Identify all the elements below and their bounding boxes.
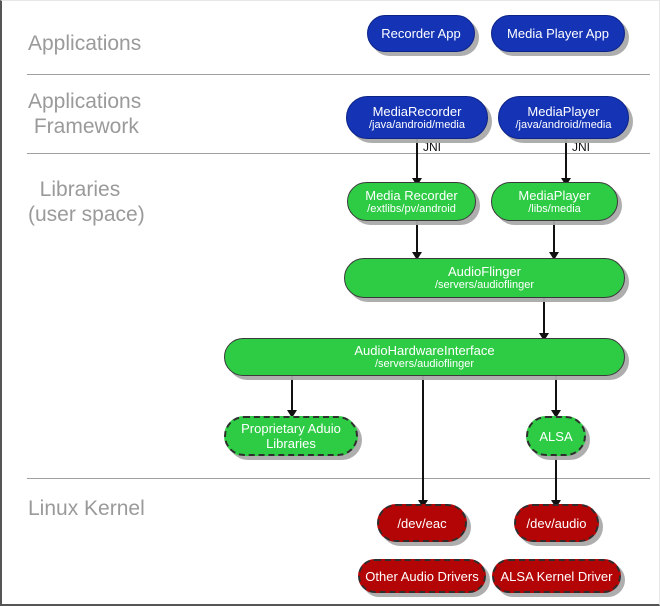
node-alsa[interactable]: ALSA	[526, 416, 586, 456]
node-alsa-kernel-driver-title: ALSA Kernel Driver	[500, 568, 613, 584]
connector-mediaplayer-jni	[565, 139, 567, 183]
connector-mediarecorderlib-audioflinger	[416, 221, 418, 259]
node-audioflinger-path: /servers/audioflinger	[434, 279, 535, 291]
node-alsa-title: ALSA	[539, 428, 573, 444]
node-mediarecorder-framework-title: MediaRecorder	[372, 103, 462, 119]
divider-framework	[27, 153, 650, 154]
connector-alsa-devaudio	[555, 456, 557, 506]
edge-label-jni-left: JNI	[423, 140, 441, 154]
layer-label-libraries-line2: (user space)	[28, 203, 145, 226]
node-mediaplayer-framework-title: MediaPlayer	[527, 103, 600, 119]
connector-ahi-alsa	[555, 376, 557, 416]
layer-label-linux-kernel: Linux Kernel	[28, 497, 145, 520]
node-recorder-app-title: Recorder App	[381, 26, 461, 41]
node-audioflinger[interactable]: AudioFlinger /servers/audioflinger	[344, 258, 625, 298]
divider-applications	[27, 74, 650, 75]
node-proprietary-audio-libraries[interactable]: Proprietary Aduio Libraries	[224, 416, 358, 456]
connector-audioflinger-audiohardwareinterface	[543, 298, 545, 340]
node-other-audio-drivers-title: Other Audio Drivers	[365, 568, 479, 584]
node-mediarecorder-framework[interactable]: MediaRecorder /java/android/media	[346, 96, 488, 139]
layer-label-applications-framework-line1: Applications	[28, 90, 142, 113]
arrowhead-ahi-alsa	[551, 410, 561, 418]
node-dev-audio[interactable]: /dev/audio	[514, 504, 599, 542]
layer-label-applications: Applications	[28, 32, 142, 55]
node-mediarecorder-framework-path: /java/android/media	[368, 118, 465, 131]
connector-ahi-deveac	[422, 376, 424, 506]
node-audiohardwareinterface-title: AudioHardwareInterface	[354, 343, 495, 358]
node-audiohardwareinterface-path: /servers/audioflinger	[374, 358, 475, 370]
node-dev-eac-title: /dev/eac	[397, 515, 447, 531]
node-mediaplayer-framework-path: /java/android/media	[515, 118, 612, 131]
divider-kernel	[27, 478, 650, 479]
node-mediaplayer-library-path: /libs/media	[528, 202, 581, 215]
node-media-recorder-library-title: Media Recorder	[365, 187, 458, 203]
node-audiohardwareinterface[interactable]: AudioHardwareInterface /servers/audiofli…	[224, 338, 625, 376]
node-proprietary-audio-libraries-line1: Proprietary Aduio	[241, 421, 341, 436]
node-mediaplayer-framework[interactable]: MediaPlayer /java/android/media	[498, 96, 629, 139]
arrowhead-ahi-proprietary	[287, 410, 297, 418]
connector-mediarecorder-jni	[416, 139, 418, 183]
node-dev-eac[interactable]: /dev/eac	[377, 504, 467, 542]
node-audioflinger-title: AudioFlinger	[448, 264, 521, 279]
node-alsa-kernel-driver[interactable]: ALSA Kernel Driver	[492, 559, 621, 593]
node-other-audio-drivers[interactable]: Other Audio Drivers	[358, 559, 486, 593]
arrowhead-mediarecorderlib-audioflinger	[412, 252, 422, 260]
node-mediaplayer-library-title: MediaPlayer	[518, 187, 591, 203]
node-media-recorder-library-path: /extlibs/pv/android	[367, 202, 456, 215]
connector-ahi-proprietary	[291, 376, 293, 416]
node-proprietary-audio-libraries-line2: Libraries	[266, 436, 316, 451]
node-mediaplayer-library[interactable]: MediaPlayer /libs/media	[491, 182, 618, 221]
node-media-player-app-title: Media Player App	[507, 26, 609, 41]
arrowhead-audioflinger-audiohardwareinterface	[539, 333, 549, 341]
layer-label-libraries-line1: Libraries	[28, 178, 121, 201]
edge-label-jni-right: JNI	[572, 140, 590, 154]
node-recorder-app[interactable]: Recorder App	[367, 15, 475, 52]
arrowhead-mediaplayerlib-audioflinger	[549, 252, 559, 260]
connector-mediaplayerlib-audioflinger	[553, 221, 555, 259]
node-dev-audio-title: /dev/audio	[526, 515, 587, 531]
layer-label-applications-framework-line2: Framework	[28, 115, 139, 138]
node-media-recorder-library[interactable]: Media Recorder /extlibs/pv/android	[347, 182, 476, 221]
node-media-player-app[interactable]: Media Player App	[491, 15, 625, 52]
